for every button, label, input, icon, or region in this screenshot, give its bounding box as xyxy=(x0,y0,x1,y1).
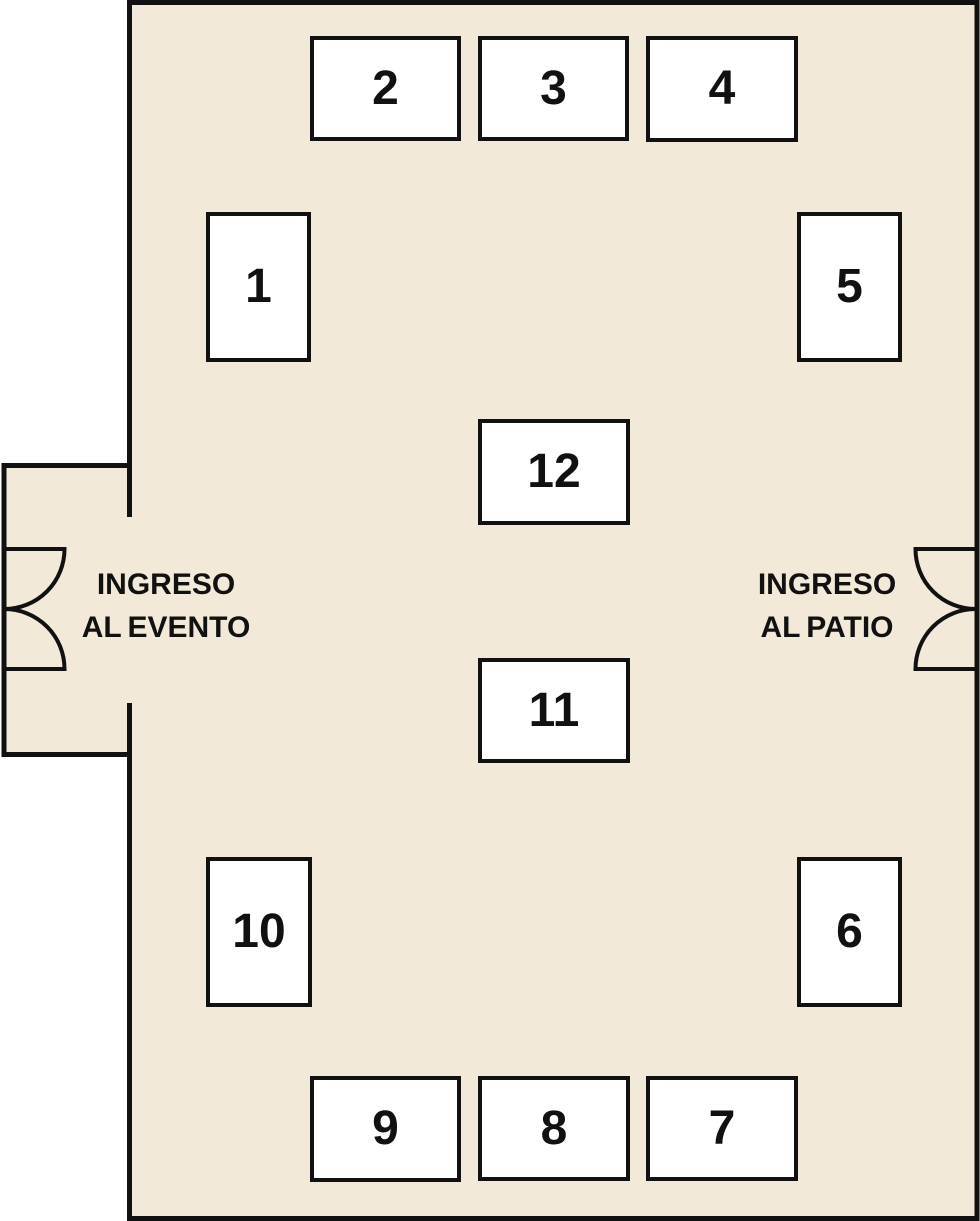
booth-number: 8 xyxy=(540,1101,568,1155)
booth-number: 11 xyxy=(528,683,580,737)
booth-number: 3 xyxy=(540,61,567,115)
booth-number: 6 xyxy=(836,905,863,958)
booth-4: 4 xyxy=(646,36,798,142)
booth-number: 10 xyxy=(232,905,286,958)
main-room-walls xyxy=(129,0,980,1221)
booth-10: 10 xyxy=(206,857,312,1007)
entrance-label-event: INGRESO AL EVENTO xyxy=(51,563,281,649)
booth-1: 1 xyxy=(206,212,311,362)
booth-number: 4 xyxy=(708,62,736,115)
booth-number: 2 xyxy=(372,61,399,115)
main-room-floor xyxy=(127,0,980,1221)
booth-2: 2 xyxy=(310,36,461,141)
booth-number: 12 xyxy=(527,445,581,498)
booth-number: 9 xyxy=(372,1102,399,1155)
booth-5: 5 xyxy=(797,212,902,362)
entrance-label-event-line2: AL EVENTO xyxy=(81,611,251,644)
entrance-label-patio-line1: INGRESO xyxy=(757,568,897,601)
left-double-door-icon xyxy=(4,547,67,671)
vestibule-walls xyxy=(1,463,130,757)
booth-number: 7 xyxy=(708,1101,736,1155)
entrance-label-patio: INGRESO AL PATIO xyxy=(712,563,942,649)
booth-3: 3 xyxy=(478,36,629,141)
booth-11: 11 xyxy=(478,658,630,763)
entrance-label-patio-line2: AL PATIO xyxy=(760,611,894,644)
booth-12: 12 xyxy=(478,419,630,525)
booth-7: 7 xyxy=(646,1076,798,1181)
booth-6: 6 xyxy=(797,857,902,1007)
booth-9: 9 xyxy=(310,1076,461,1182)
right-double-door-icon xyxy=(913,547,976,671)
booth-8: 8 xyxy=(478,1076,630,1181)
entrance-label-event-line1: INGRESO xyxy=(96,568,236,601)
booth-number: 1 xyxy=(245,260,272,313)
booth-number: 5 xyxy=(836,260,863,313)
